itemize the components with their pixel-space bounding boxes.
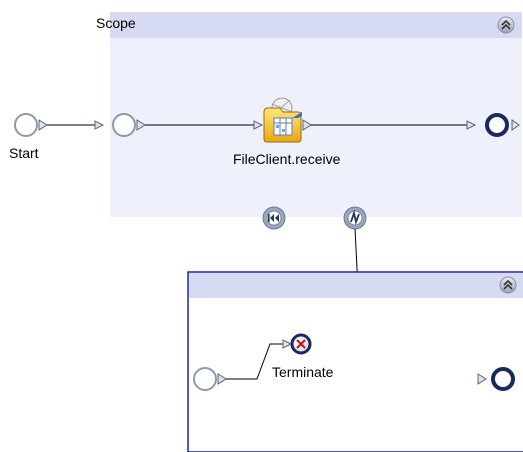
handler-exit-node[interactable] <box>477 367 515 391</box>
scope-exit-node[interactable] <box>485 113 520 137</box>
connector-entry-to-terminate <box>226 339 293 380</box>
handler-entry-node[interactable] <box>193 367 227 391</box>
scope-title: Scope <box>96 15 136 31</box>
task-label: FileClient.receive <box>233 151 341 167</box>
scope-container[interactable] <box>110 12 522 217</box>
connector-task-to-exit <box>311 120 477 130</box>
file-client-receive-icon[interactable] <box>263 97 312 143</box>
terminate-x-icon[interactable] <box>290 333 312 355</box>
start-node-label: Start <box>9 145 39 161</box>
scope-collapse-button[interactable] <box>497 16 515 34</box>
event-handler-panel[interactable] <box>187 271 523 452</box>
fault-handler-button[interactable] <box>262 206 286 230</box>
connector-entry-to-task <box>145 120 264 130</box>
event-handler-button[interactable] <box>343 206 367 230</box>
connector-start-to-scope <box>47 120 105 130</box>
scope-entry-node[interactable] <box>112 113 146 137</box>
start-node[interactable] <box>14 113 48 137</box>
terminate-label: Terminate <box>272 364 334 380</box>
handler-collapse-button[interactable] <box>499 276 517 294</box>
